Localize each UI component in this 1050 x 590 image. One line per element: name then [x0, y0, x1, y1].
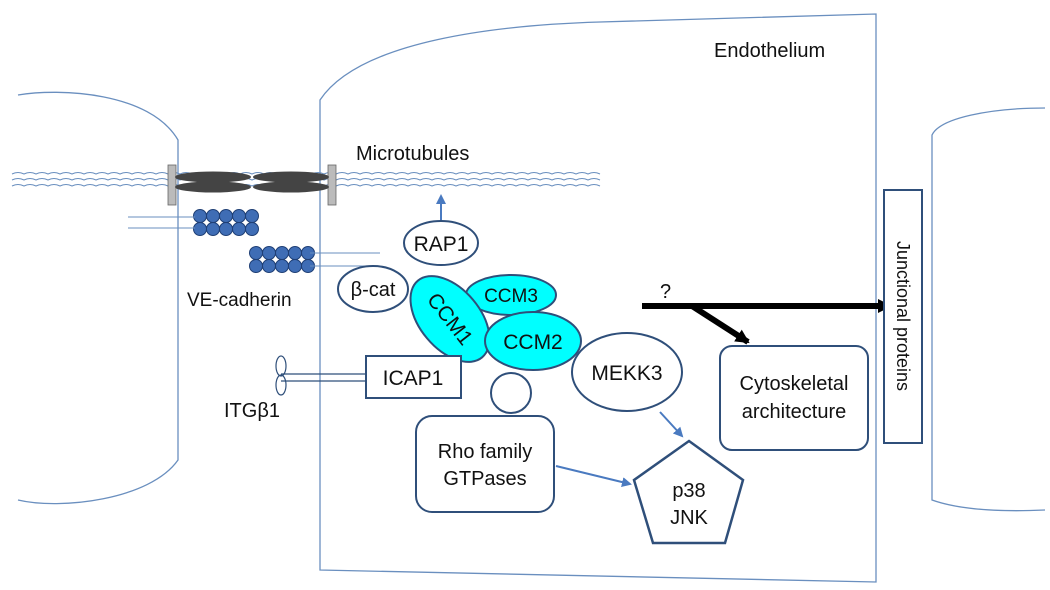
ccm1-node: CCM1: [409, 275, 491, 363]
left-cell-membrane: [17, 91, 179, 505]
ve-cadherin-cluster: [193, 209, 315, 273]
ve-cadherin-bead: [206, 209, 220, 223]
question-mark: ?: [660, 281, 671, 303]
linker-circle: [490, 372, 532, 414]
rho-label-line2: GTPases: [443, 468, 526, 490]
ve-cadherin-bead: [249, 246, 263, 260]
itgb1-label: ITGβ1: [224, 400, 280, 422]
integrin-beta1: [275, 355, 365, 396]
ve-cadherin-label: VE-cadherin: [187, 290, 292, 311]
central-cell-membrane: [319, 13, 877, 583]
rho-to-p38-arrow: [555, 465, 632, 487]
ccm3-label: CCM3: [484, 286, 538, 307]
p38-jnk-node: p38 JNK: [632, 439, 745, 545]
ve-cadherin-bead: [219, 209, 233, 223]
ve-cadherin-bead: [288, 246, 302, 260]
jnk-label: JNK: [670, 507, 708, 529]
icap1-node: ICAP1: [365, 355, 462, 399]
junctional-proteins-label: Junctional proteins: [893, 241, 913, 391]
bcat-node: β-cat: [337, 265, 409, 313]
junctional-proteins-box: Junctional proteins: [883, 189, 923, 444]
rho-label-line1: Rho family: [438, 441, 532, 463]
ve-cadherin-bead: [232, 222, 246, 236]
ve-cadherin-bead: [193, 209, 207, 223]
junction-complex: [167, 164, 337, 206]
icap1-label: ICAP1: [383, 367, 444, 390]
bcat-label: β-cat: [351, 279, 396, 301]
ve-cadherin-bead: [249, 259, 263, 273]
rho-family-node: Rho family GTPases: [415, 415, 555, 513]
rap1-node: RAP1: [403, 220, 479, 266]
cytoskeletal-arrow: [690, 303, 750, 345]
ve-cadherin-bead: [206, 222, 220, 236]
ve-cadherin-bead: [219, 222, 233, 236]
cyto-label-line2: architecture: [742, 401, 847, 423]
rap1-label: RAP1: [414, 233, 469, 256]
mekk3-label: MEKK3: [591, 362, 662, 385]
ve-cadherin-bead: [193, 222, 207, 236]
mekk3-to-p38-arrow: [659, 411, 684, 438]
ve-cadherin-bead: [288, 259, 302, 273]
endothelium-label: Endothelium: [714, 40, 825, 62]
ve-cadherin-bead: [275, 259, 289, 273]
ccm2-node: CCM2: [484, 311, 582, 371]
ccm3-node: CCM3: [465, 274, 557, 316]
ve-cadherin-bead: [262, 259, 276, 273]
p38-label: p38: [672, 480, 705, 502]
right-cell-membrane: [931, 107, 1046, 512]
mekk3-node: MEKK3: [571, 332, 683, 412]
cytoskeletal-node: Cytoskeletal architecture: [719, 345, 869, 451]
microtubules-label: Microtubules: [356, 143, 469, 165]
ve-cadherin-bead: [262, 246, 276, 260]
ve-cadherin-bead: [275, 246, 289, 260]
ccm2-label: CCM2: [503, 331, 563, 354]
ve-cadherin-bead: [245, 222, 259, 236]
cyto-label-line1: Cytoskeletal: [740, 373, 849, 395]
ve-cadherin-bead: [245, 209, 259, 223]
ve-cadherin-bead: [232, 209, 246, 223]
